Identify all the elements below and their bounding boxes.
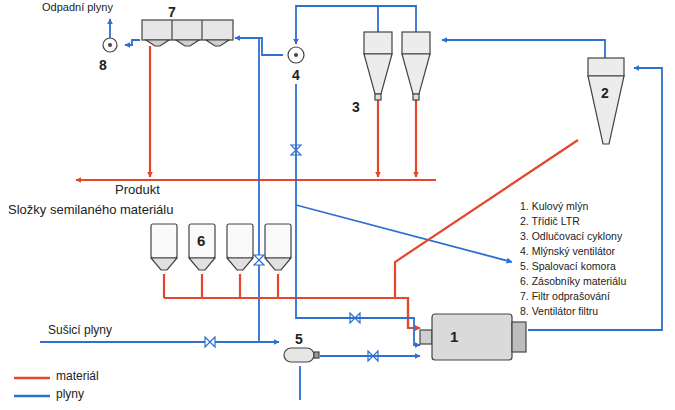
- exhaust-label: Odpadní plyny: [42, 1, 113, 14]
- gas-label: Sušicí plyny: [48, 324, 112, 338]
- equipment-node: 3: [350, 14, 442, 118]
- equipment-symbol: [578, 58, 634, 150]
- part-list-item: 2. Třídič LTR: [520, 215, 580, 227]
- equipment-node: 8: [95, 36, 125, 76]
- part-list-item: 3. Odlučovací cyklony: [520, 230, 622, 242]
- equipment-node: 6: [150, 222, 296, 274]
- flow-connector: [296, 84, 420, 345]
- equipment-symbol: [420, 306, 528, 368]
- flow-connector: [296, 6, 416, 44]
- equipment-node: 5: [280, 330, 320, 366]
- flow-connector: [442, 40, 605, 58]
- flow-connector: [320, 355, 420, 357]
- callout-number: 4: [292, 68, 300, 83]
- flow-connector: [235, 38, 283, 55]
- callout-number: 1: [450, 329, 458, 346]
- part-list-item: 1. Kulový mlýn: [520, 200, 588, 212]
- callout-number: 6: [197, 233, 205, 250]
- legend-sample: [14, 395, 50, 398]
- product-label: Produkt: [115, 183, 160, 198]
- part-list-item: 8. Ventilátor filtru: [520, 305, 598, 317]
- part-list-item: 5. Spalovací komora: [520, 260, 616, 272]
- equipment-node: 7: [140, 4, 235, 46]
- part-list-item: 4. Mlýnský ventilátor: [520, 245, 615, 257]
- equipment-symbol: [140, 4, 235, 46]
- callout-number: 8: [99, 58, 107, 73]
- equipment-node: 4: [283, 44, 309, 84]
- equipment-node: 1: [420, 306, 528, 368]
- legend-text: materiál: [56, 370, 99, 384]
- callout-number: 2: [601, 86, 609, 101]
- callout-number: 7: [168, 5, 176, 20]
- callout-number: 3: [352, 100, 360, 115]
- legend-sample: [14, 377, 50, 380]
- flow-connector: [202, 274, 420, 328]
- feed-label: Složky semilaného materiálu: [8, 203, 173, 218]
- part-list-item: 6. Zásobníky materiálu: [520, 275, 626, 287]
- legend-text: plyny: [56, 388, 84, 402]
- equipment-node: 2: [578, 58, 634, 150]
- equipment-symbol: [150, 222, 296, 274]
- part-list-item: 7. Filtr odprašování: [520, 290, 610, 302]
- equipment-symbol: [350, 14, 442, 118]
- flow-connector: [125, 40, 140, 45]
- callout-number: 5: [295, 332, 303, 347]
